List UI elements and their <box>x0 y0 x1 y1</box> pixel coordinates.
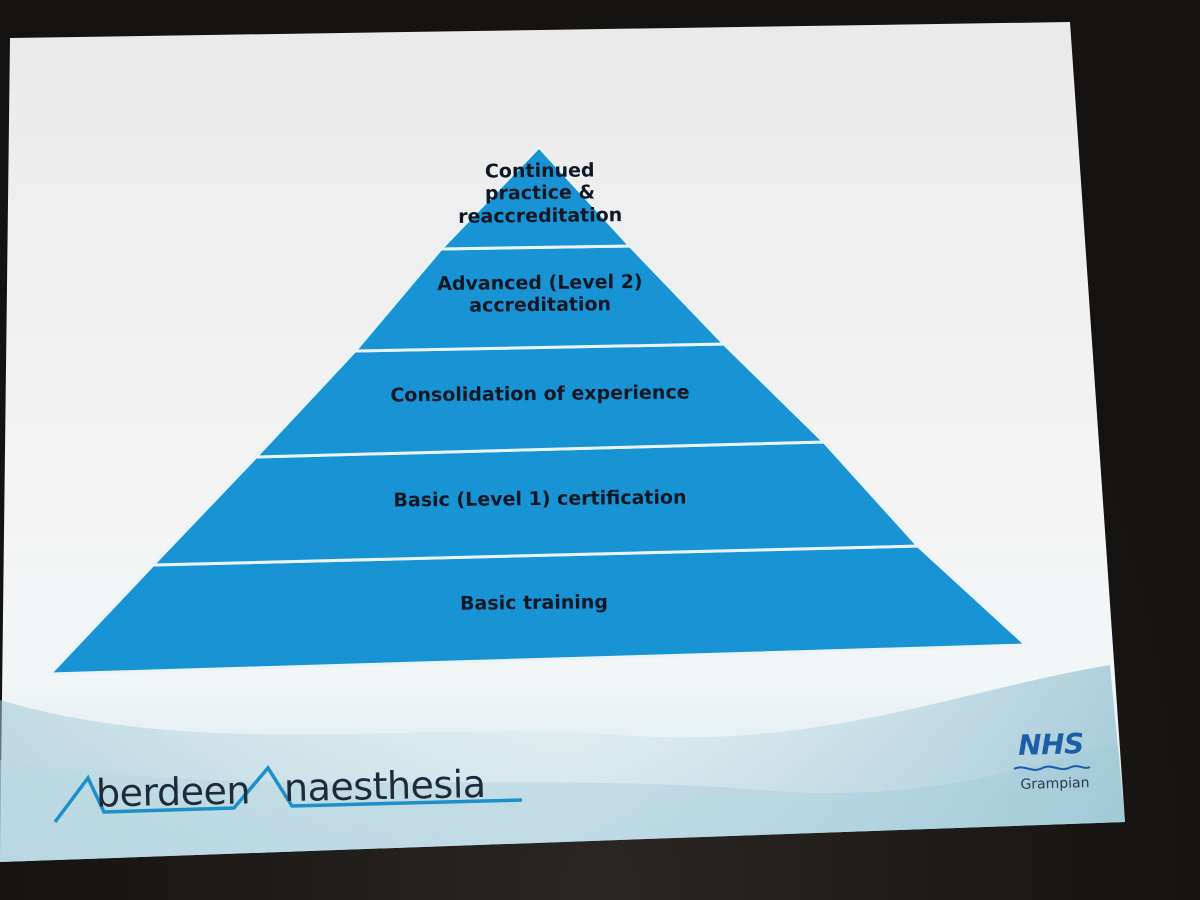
tier-label-2: Advanced (Level 2) accreditation <box>420 271 660 318</box>
nhs-wave-icon <box>1013 765 1091 771</box>
tier-label-3: Consolidation of experience <box>360 381 720 407</box>
pyramid <box>48 145 1028 676</box>
tier-3-line-1: Consolidation of experience <box>390 381 690 407</box>
tier-2-line-2: accreditation <box>469 293 612 318</box>
tier-top-line-3: reaccreditation <box>458 203 623 228</box>
aberdeen-logo-part2: naesthesia <box>283 761 487 811</box>
nhs-logo-subtext: Grampian <box>1020 775 1090 793</box>
nhs-logo: NHS <box>1012 727 1091 767</box>
tier-label-top: Continued practice & reaccreditation <box>452 159 629 228</box>
tier-label-4: Basic (Level 1) certification <box>360 486 720 512</box>
tier-4-line-1: Basic (Level 1) certification <box>393 486 687 512</box>
wave-decoration-2 <box>0 745 1125 862</box>
nhs-logo-text: NHS <box>1017 727 1085 762</box>
aberdeen-logo-part1: berdeen <box>95 768 251 816</box>
tier-2-line-1: Advanced (Level 2) <box>437 270 643 296</box>
tier-top-line-1: Continued <box>484 159 595 183</box>
aberdeen-anaesthesia-logo-mark <box>53 765 523 824</box>
tier-label-base: Basic training <box>400 591 668 616</box>
tier-base-line-1: Basic training <box>459 591 609 615</box>
pyramid-tier-top <box>439 145 632 251</box>
tier-top-line-2: practice & <box>484 181 596 205</box>
